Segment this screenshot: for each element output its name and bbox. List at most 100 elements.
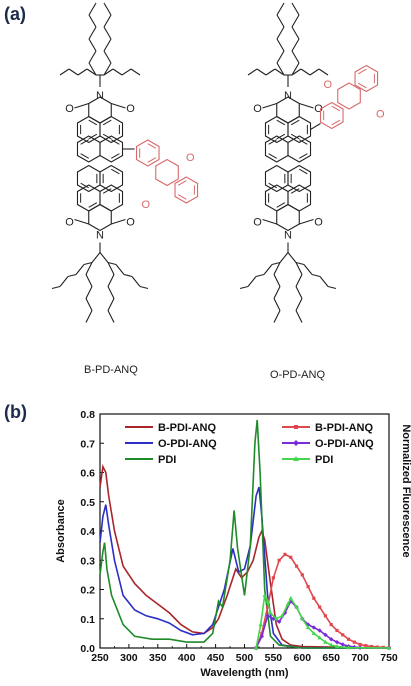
bond — [59, 68, 70, 76]
bond — [85, 262, 93, 275]
data-point — [265, 613, 270, 619]
molecule-left-label: B-PD-ANQ — [84, 364, 138, 376]
bond — [318, 68, 329, 76]
data-point — [318, 605, 322, 609]
bond — [86, 68, 97, 76]
x-tick-label: 300 — [120, 652, 138, 664]
y-tick-label: 0.5 — [80, 497, 95, 509]
bond — [319, 276, 329, 287]
legend-marker — [294, 425, 298, 429]
bond — [265, 68, 276, 76]
double-bond — [290, 188, 300, 194]
alkyl-chain-bond — [103, 2, 112, 16]
double-bond — [290, 119, 300, 126]
alkyl-chain-bond — [291, 26, 300, 40]
double-bond — [80, 182, 89, 189]
data-point — [262, 592, 267, 597]
anthraquinone-ring — [319, 101, 344, 130]
bond — [287, 252, 297, 263]
x-tick-label: 700 — [351, 652, 369, 664]
alkyl-chain-bond — [88, 62, 97, 76]
data-point — [311, 630, 317, 635]
aromatic-ring — [287, 135, 312, 163]
bond — [327, 285, 337, 290]
alkyl-chain-bond — [276, 62, 285, 76]
data-point — [266, 605, 270, 609]
double-bond — [177, 180, 187, 186]
alkyl-chain-bond — [88, 38, 97, 52]
y-tick-label: 0.1 — [80, 614, 95, 626]
data-point — [300, 616, 305, 621]
double-bond — [88, 133, 98, 140]
y-tick-label: 0.0 — [80, 643, 95, 655]
double-bond — [276, 202, 286, 208]
bond — [107, 261, 117, 266]
double-bond — [177, 194, 187, 200]
double-bond — [299, 168, 308, 175]
data-point — [386, 645, 392, 650]
alkyl-chain-bond — [276, 38, 285, 52]
double-bond — [290, 133, 300, 140]
y-tick-label: 0.2 — [80, 585, 95, 597]
bond — [271, 261, 281, 266]
bond — [295, 262, 303, 275]
bond — [311, 273, 321, 278]
bond — [107, 310, 115, 323]
data-point — [334, 644, 340, 649]
carbonyl-bond — [74, 102, 89, 109]
bond — [291, 68, 302, 76]
anthraquinone-oxygen: O — [376, 109, 385, 121]
bond — [123, 273, 133, 278]
data-point — [268, 610, 273, 615]
x-tick-label: 250 — [91, 652, 109, 664]
oxygen-atom: O — [253, 103, 262, 115]
legend-label: PDI — [158, 454, 176, 466]
y-tick-label: 0.8 — [80, 409, 95, 421]
series-line-fluorescence-3 — [255, 553, 390, 649]
data-point — [285, 601, 291, 606]
bond — [59, 276, 69, 287]
data-point — [300, 573, 304, 577]
double-bond — [147, 157, 157, 163]
bond — [303, 264, 313, 275]
data-point — [341, 633, 345, 637]
x-tick-label: 400 — [178, 652, 196, 664]
alkyl-chain-bond — [103, 26, 112, 40]
bond — [131, 276, 141, 287]
data-point — [253, 645, 259, 650]
alkyl-chain-bond — [291, 2, 300, 16]
bond — [273, 310, 281, 323]
double-bond — [331, 119, 341, 126]
double-bond — [357, 68, 367, 75]
imide-ring — [88, 203, 112, 232]
nitrogen-atom-top: N — [284, 90, 292, 102]
carbonyl-bond — [299, 218, 314, 225]
alkyl-chain-bond — [276, 2, 285, 16]
bond — [75, 264, 85, 275]
bond — [309, 68, 320, 76]
bond — [85, 286, 93, 299]
data-point — [259, 634, 265, 639]
bond — [115, 264, 125, 275]
oxygen-atom: O — [65, 103, 74, 115]
data-point — [370, 644, 374, 649]
legend-label: B-PDI-ANQ — [158, 422, 216, 434]
y-tick-label: 0.4 — [80, 526, 95, 538]
carbonyl-bond — [111, 218, 126, 225]
x-tick-label: 650 — [322, 652, 340, 664]
imide-ring — [276, 203, 300, 232]
bond — [67, 273, 77, 278]
alkyl-chain-bond — [103, 38, 112, 52]
data-point — [276, 619, 282, 624]
data-point — [271, 576, 275, 580]
legend-marker — [293, 440, 299, 446]
bond — [99, 252, 109, 263]
bond — [91, 252, 101, 263]
carbonyl-bond — [299, 102, 314, 109]
double-bond — [276, 119, 286, 126]
data-point — [329, 642, 334, 647]
double-bond — [88, 119, 98, 126]
alkyl-chain-bond — [103, 14, 112, 28]
bond — [85, 274, 93, 287]
